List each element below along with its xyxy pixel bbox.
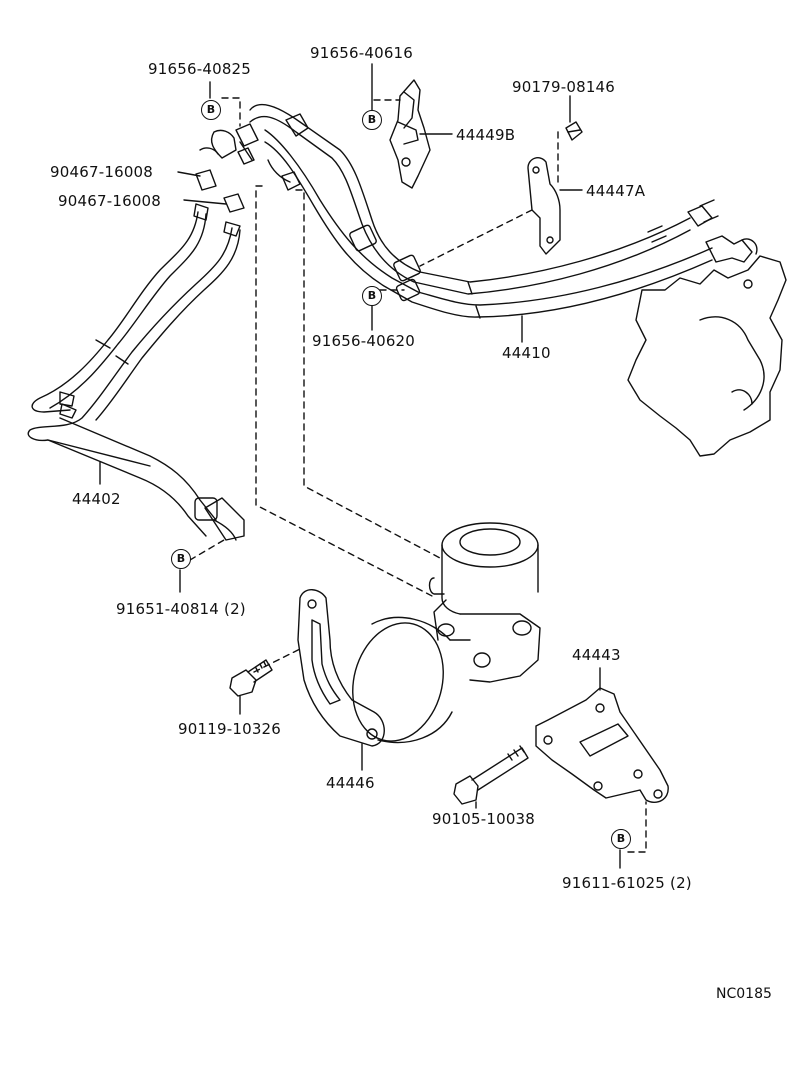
bracket-44449B xyxy=(390,80,430,188)
label-44410: 44410 xyxy=(502,344,551,362)
label-44446: 44446 xyxy=(326,774,375,792)
bolt-marker-91651-40814: B xyxy=(171,549,191,569)
label-91656-40616: 91656-40616 xyxy=(310,44,414,62)
adjusting-bar-44446 xyxy=(298,590,384,746)
label-90467-16008-upper: 90467-16008 xyxy=(50,163,154,181)
return-tube-44402 xyxy=(28,204,244,540)
steering-gear-housing xyxy=(628,256,786,456)
bolt-marker-91656-40616: B xyxy=(362,110,382,130)
bolt-marker-91611-61025: B xyxy=(611,829,631,849)
dashed-guides xyxy=(190,98,646,852)
bracket-44447A xyxy=(528,122,582,254)
label-91611-61025: 91611-61025 (2) xyxy=(562,874,692,892)
pressure-pipe-44410 xyxy=(200,105,757,318)
label-44402: 44402 xyxy=(72,490,121,508)
label-91651-40814: 91651-40814 (2) xyxy=(116,600,246,618)
bolt-marker-91656-40825: B xyxy=(201,100,221,120)
label-44449B: 44449B xyxy=(456,126,516,144)
leader-lines xyxy=(100,64,620,868)
power-steering-pump xyxy=(340,523,540,751)
label-91656-40620: 91656-40620 xyxy=(312,332,416,350)
label-44443: 44443 xyxy=(572,646,621,664)
clamp-90467-16008 xyxy=(196,170,244,212)
label-91656-40825: 91656-40825 xyxy=(148,60,252,78)
label-90467-16008-lower: 90467-16008 xyxy=(58,192,162,210)
bolt-90105-10038 xyxy=(454,746,528,804)
label-44447A: 44447A xyxy=(586,182,646,200)
bracket-44443 xyxy=(536,688,668,802)
bolt-marker-91656-40620: B xyxy=(362,286,382,306)
diagram-code: NC0185 xyxy=(716,986,772,1002)
label-90105-10038: 90105-10038 xyxy=(432,810,536,828)
label-90179-08146: 90179-08146 xyxy=(512,78,616,96)
label-90119-10326: 90119-10326 xyxy=(178,720,282,738)
